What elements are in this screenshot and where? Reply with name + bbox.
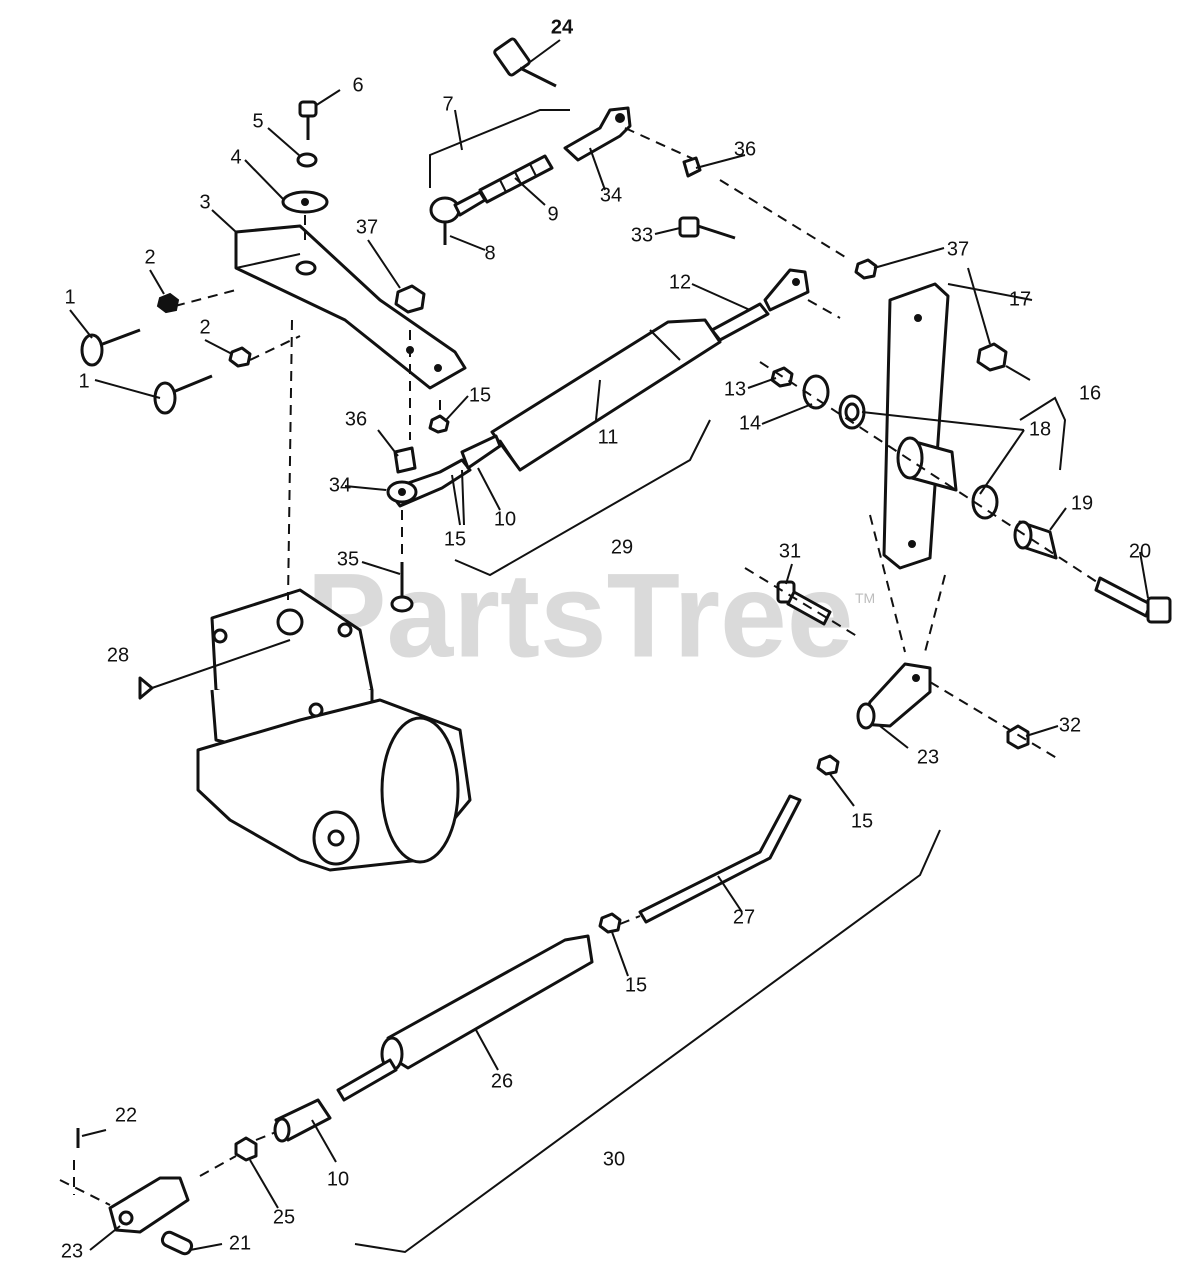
cap-screw [298, 100, 318, 140]
carriage-bolt-lower [153, 374, 213, 415]
bolt-35 [390, 562, 414, 613]
callout-1a: 1 [64, 286, 75, 308]
flange-nut-right [976, 342, 1008, 372]
callout-5: 5 [252, 110, 263, 132]
hex-bolt-20 [1094, 576, 1172, 624]
callout-18: 18 [1029, 418, 1051, 440]
nut-25 [234, 1136, 258, 1162]
washer-18 [971, 484, 999, 520]
nut-15-mid [816, 754, 840, 776]
watermark-text: PartsTree [306, 549, 853, 683]
hex-bolt-top [493, 37, 557, 88]
callout-14: 14 [739, 412, 761, 434]
nut-upper [156, 292, 180, 314]
gearbox-motor [196, 588, 472, 872]
callout-27: 27 [733, 906, 755, 928]
callout-28: 28 [107, 644, 129, 666]
nut-right-upper [854, 258, 878, 280]
callout-16: 16 [1079, 382, 1101, 404]
callout-6: 6 [352, 74, 363, 96]
clevis-lower [108, 1176, 190, 1234]
callout-4: 4 [230, 146, 241, 168]
lift-tube-26 [336, 934, 594, 1102]
clevis-pin-21 [160, 1230, 194, 1256]
callout-37a: 37 [356, 216, 378, 238]
callout-15a: 15 [469, 384, 491, 406]
callout-24: 24 [551, 16, 574, 38]
callout-12: 12 [669, 271, 691, 293]
clevis-right [856, 662, 932, 730]
callout-23a: 23 [917, 746, 939, 768]
callout-21: 21 [229, 1232, 251, 1254]
callout-15d: 15 [625, 974, 647, 996]
shoulder-bolt [678, 216, 736, 240]
callout-11: 11 [598, 426, 619, 448]
rod-end-upper [563, 106, 632, 162]
washer-14 [802, 374, 830, 410]
bent-rod-27 [638, 794, 802, 924]
callout-10a: 10 [494, 508, 516, 530]
callout-19: 19 [1071, 492, 1093, 514]
flange-nut-left [394, 284, 426, 314]
bushing-sleeve [896, 436, 958, 492]
callout-8: 8 [484, 242, 495, 264]
watermark-trademark: TM [855, 590, 875, 606]
nut-15-lower [598, 912, 622, 934]
spacer-top [682, 156, 702, 178]
mounting-bracket [234, 224, 467, 390]
callout-31: 31 [779, 540, 801, 562]
spacer-19 [1013, 520, 1058, 560]
callout-29: 29 [611, 536, 633, 558]
callout-17: 17 [1009, 288, 1031, 310]
spacer-left [393, 446, 417, 474]
callout-7: 7 [442, 93, 453, 115]
callout-15c: 15 [851, 810, 873, 832]
nut-15-upper [428, 414, 450, 434]
callout-22: 22 [115, 1104, 137, 1126]
lift-arm [882, 282, 950, 570]
callout-2a: 2 [144, 246, 155, 268]
callout-32: 32 [1059, 714, 1081, 736]
callout-26: 26 [491, 1070, 513, 1092]
callout-35: 35 [337, 548, 359, 570]
callout-34b: 34 [329, 474, 351, 496]
nut-32 [1006, 724, 1030, 750]
callout-23b: 23 [61, 1240, 83, 1262]
callout-30: 30 [603, 1148, 625, 1170]
callout-10b: 10 [327, 1168, 349, 1190]
sleeve-10-lower [273, 1098, 332, 1143]
callout-25: 25 [273, 1206, 295, 1228]
callout-36a: 36 [734, 138, 756, 160]
carriage-bolt-upper [80, 328, 141, 367]
callout-15b: 15 [444, 528, 466, 550]
callout-2b: 2 [199, 316, 210, 338]
callout-1b: 1 [78, 370, 89, 392]
callout-37b: 37 [947, 238, 969, 260]
ball-joint [429, 190, 487, 245]
callout-13: 13 [724, 378, 746, 400]
callout-20: 20 [1129, 540, 1151, 562]
callout-33: 33 [631, 224, 653, 246]
nut-lower [228, 346, 252, 368]
actuator-rod [710, 268, 810, 342]
callout-36b: 36 [345, 408, 367, 430]
rod-end-lower [386, 434, 502, 508]
callout-34a: 34 [600, 184, 622, 206]
callout-3: 3 [199, 191, 210, 213]
lock-washer [296, 152, 318, 168]
pin-28 [138, 676, 154, 700]
callout-9: 9 [547, 203, 558, 225]
